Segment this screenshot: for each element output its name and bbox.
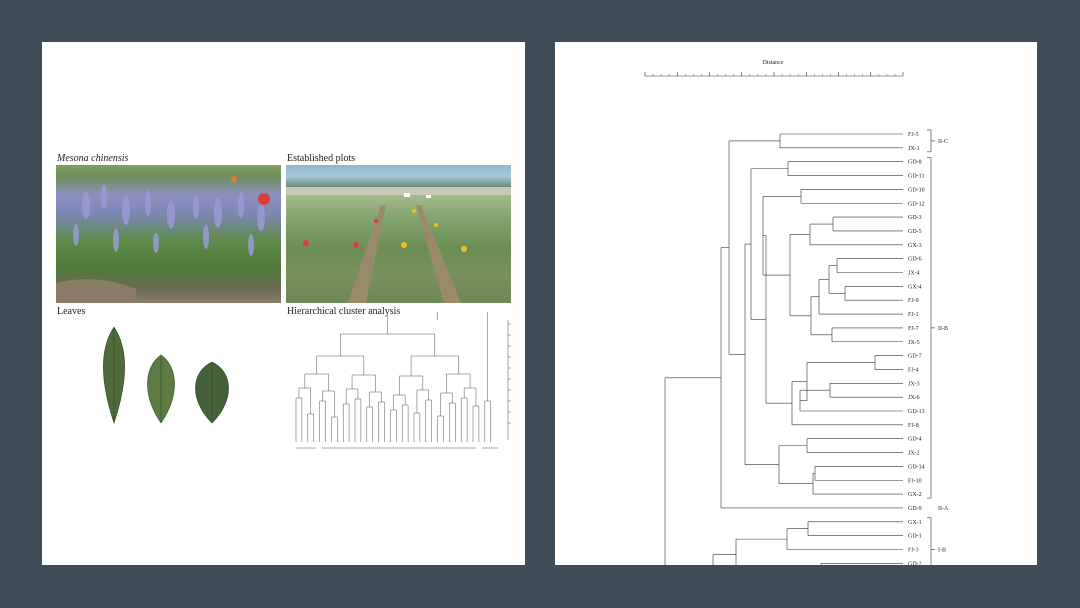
leaf-label: FJ-4 [908,367,919,373]
leaf-label: GD-5 [908,229,922,235]
leaf-label: GD-4 [908,437,922,443]
leaf-label: GD-10 [908,187,925,193]
mini-dendrogram [295,312,511,449]
dendrogram: Distance FJ-5JX-1GD-8GD-11GD-10GD-12GD-3… [644,60,949,565]
mesona-photo [56,165,281,303]
group-label: II-C [938,139,948,145]
leaf-label: FJ-7 [908,326,919,332]
leaf-labels: FJ-5JX-1GD-8GD-11GD-10GD-12GD-3GD-5GX-3G… [908,132,925,565]
leaf-label: GD-1 [908,534,922,540]
group-label: I-B [938,548,946,554]
leaf-label: GD-6 [908,257,922,263]
leaf-label: GX-1 [908,520,922,526]
left-slide: Mesona chinensis Established plots [42,42,525,565]
leaf-label: GD-14 [908,464,925,470]
leaf-label: GD-11 [908,174,924,180]
leaf-label: GX-2 [908,492,922,498]
group-label: II-A [938,506,949,512]
cluster-tree [664,133,903,565]
leaf-label: JX-6 [908,395,920,401]
leaf-label: GX-3 [908,243,922,249]
caption-cluster: Hierarchical cluster analysis [287,306,401,317]
leaf-label: FJ-8 [908,423,919,429]
leaf-label: GD-7 [908,354,922,360]
leaf-label: JX-4 [908,271,920,277]
leaf-label: GD-9 [908,506,922,512]
leaf-label: JX-2 [908,451,920,457]
leaf-label: FJ-3 [908,548,919,554]
leaf-label: GD-13 [908,409,925,415]
leaf-label: GD-8 [908,160,922,166]
group-label: II-B [938,326,948,332]
leaf-label: GX-4 [908,284,922,290]
caption-leaves: Leaves [57,306,86,317]
group-brackets: II-CII-BII-AI-BI-A [927,129,949,565]
leaf-label: GD-3 [908,215,922,221]
leaf-label: JX-3 [908,381,920,387]
leaf-label: FJ-5 [908,132,919,138]
caption-mesona: Mesona chinensis [57,153,129,164]
distance-axis [644,72,904,77]
leaf-label: GD-12 [908,201,925,207]
axis-title: Distance [763,60,784,66]
leaf-label: JX-5 [908,340,920,346]
leaf-label: FJ-1 [908,312,919,318]
leaves-illustration [103,326,229,424]
plots-photo [286,165,511,303]
caption-plots: Established plots [287,153,356,164]
leaf-label: JX-1 [908,146,920,152]
leaf-label: FJ-9 [908,298,919,304]
leaf-label: GD-2 [908,561,922,565]
leaf-label: FJ-10 [908,478,922,484]
